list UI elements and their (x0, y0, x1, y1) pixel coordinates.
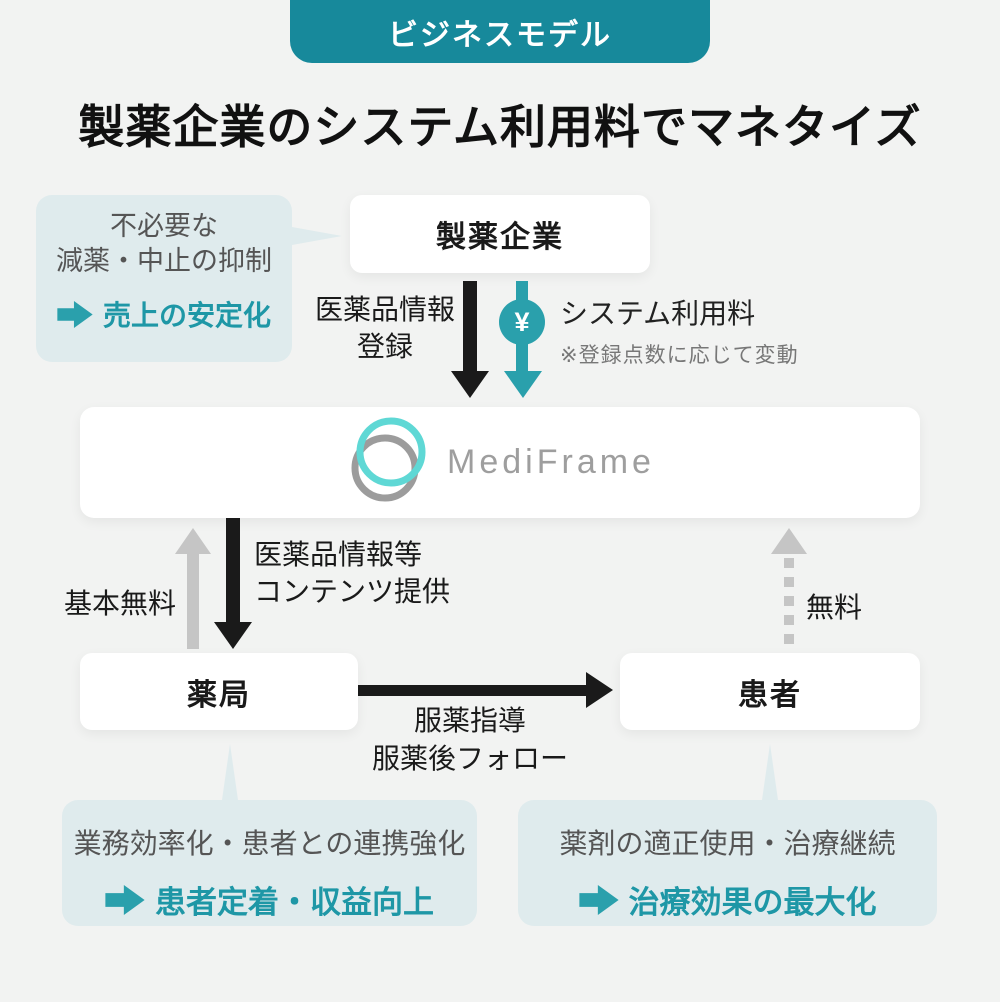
node-pharmacy: 薬局 (80, 653, 358, 730)
callout-pharma-line1: 不必要な (110, 211, 218, 241)
callout-pharmacy-line1: 業務効率化・患者との連携強化 (73, 828, 466, 859)
callout-pharmacy-benefit: 業務効率化・患者との連携強化 患者定着・収益向上 (62, 800, 477, 926)
arrow-registration-head (451, 371, 489, 398)
label-registration: 医薬品情報 登録 (314, 294, 455, 362)
arrow-guidance-shaft (358, 685, 587, 696)
callout-pharma-tail (292, 227, 342, 245)
arrow-basic-free-head (175, 528, 211, 554)
arrow-guidance-head (586, 672, 613, 708)
arrow-registration-shaft (463, 281, 477, 372)
callout-pharma-line2: 減薬・中止の抑制 (56, 246, 272, 276)
arrow-content-head (214, 622, 252, 649)
node-pharma: 製薬企業 (350, 195, 650, 273)
callout-patient-benefit: 薬剤の適正使用・治療継続 治療効果の最大化 (518, 800, 937, 926)
arrow-free-head (771, 528, 807, 554)
arrow-right-icon (578, 884, 619, 915)
callout-patient-tail (762, 744, 778, 800)
callout-patient-result: 治療効果の最大化 (628, 885, 877, 920)
badge-business-model: ビジネスモデル (290, 0, 710, 63)
label-guidance: 服薬指導 服薬後フォロー (371, 705, 568, 774)
label-basic-free: 基本無料 (64, 588, 177, 619)
arrow-right-icon (105, 884, 145, 915)
node-mediframe: MediFrame (80, 407, 920, 518)
callout-pharma-benefit: 不必要な 減薬・中止の抑制 売上の安定化 (36, 195, 292, 362)
arrow-right-icon (57, 300, 93, 328)
mediframe-logo-icon (351, 417, 426, 501)
callout-patient-line1: 薬剤の適正使用・治療継続 (559, 828, 896, 859)
callout-pharmacy-result: 患者定着・収益向上 (155, 885, 434, 920)
arrow-basic-free-shaft (187, 553, 199, 649)
callout-pharma-result: 売上の安定化 (102, 300, 271, 331)
arrow-system-fee-head (504, 371, 542, 398)
node-pharmacy-label: 薬局 (187, 678, 251, 712)
label-free: 無料 (806, 592, 863, 623)
arrow-content-shaft (226, 518, 240, 623)
callout-pharmacy-tail (222, 744, 238, 800)
mediframe-logo-text: MediFrame (447, 443, 655, 481)
page-title: 製薬企業のシステム利用料でマネタイズ (78, 101, 922, 153)
label-system-fee-note: ※登録点数に応じて変動 (560, 344, 799, 367)
yen-icon: ¥ (499, 299, 545, 345)
badge-label: ビジネスモデル (388, 18, 612, 52)
label-content: 医薬品情報等 コンテンツ提供 (254, 539, 451, 607)
node-patient-label: 患者 (738, 678, 802, 712)
arrow-free-shaft (784, 558, 794, 650)
label-system-fee: システム利用料 ※登録点数に応じて変動 (560, 298, 799, 367)
node-pharma-label: 製薬企業 (436, 221, 564, 254)
node-patient: 患者 (620, 653, 920, 730)
